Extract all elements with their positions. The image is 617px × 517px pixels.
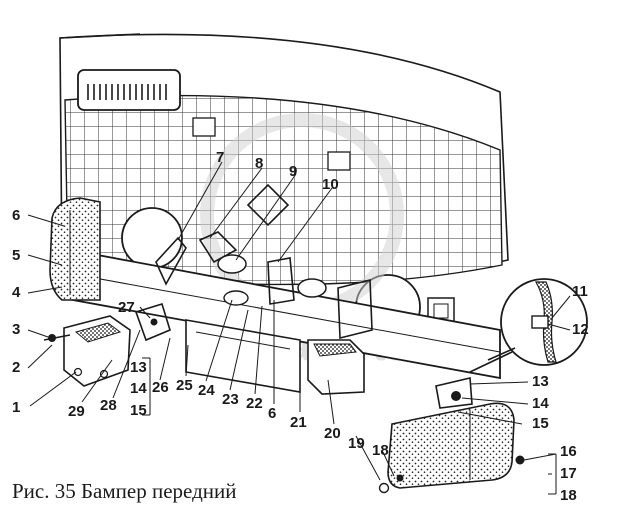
callout-27: 27 <box>118 299 135 316</box>
callout-5: 5 <box>12 247 20 264</box>
grille-slots <box>87 84 167 100</box>
headlight-left <box>121 207 183 269</box>
left-bumper-end <box>49 197 101 301</box>
emblem <box>246 183 290 227</box>
callout-8: 8 <box>255 155 263 172</box>
callout-9: 9 <box>289 163 297 180</box>
callout-19: 19 <box>348 435 365 452</box>
figure-caption: Рис. 35 Бампер передний <box>12 479 236 503</box>
right-bumper-end <box>378 402 525 494</box>
bumper-bar <box>59 246 501 393</box>
callout-20: 20 <box>324 425 341 442</box>
callout-14-left: 14 <box>130 380 147 397</box>
callout-16: 16 <box>560 443 577 460</box>
callout-7: 7 <box>216 149 224 166</box>
callout-2: 2 <box>12 359 20 376</box>
callout-labels: 6 5 4 3 2 1 7 8 9 10 27 29 28 13 14 15 2… <box>12 149 589 504</box>
mounting-hardware <box>43 231 473 409</box>
callout-29: 29 <box>68 403 85 420</box>
callout-3: 3 <box>12 321 20 338</box>
callout-4: 4 <box>12 284 21 301</box>
callout-22: 22 <box>246 395 263 412</box>
callout-17: 17 <box>560 465 577 482</box>
callout-13-left: 13 <box>130 359 147 376</box>
callout-18-mid: 18 <box>372 442 389 459</box>
callout-6: 6 <box>12 207 20 224</box>
callout-15-left: 15 <box>130 402 147 419</box>
callout-10: 10 <box>322 176 339 193</box>
callout-24: 24 <box>198 382 215 399</box>
callout-12: 12 <box>572 321 589 338</box>
callout-21: 21 <box>290 414 307 431</box>
callout-15-right: 15 <box>532 415 549 432</box>
callout-14-right: 14 <box>532 395 549 412</box>
callout-25: 25 <box>176 377 193 394</box>
callout-26: 26 <box>152 379 169 396</box>
detail-inset <box>469 278 588 373</box>
callout-13-right: 13 <box>532 373 549 390</box>
right-fog-lamp <box>307 339 365 395</box>
callout-11: 11 <box>572 283 588 300</box>
callout-23: 23 <box>222 391 239 408</box>
callout-28: 28 <box>100 397 117 414</box>
callout-18: 18 <box>560 487 577 504</box>
leader-lines <box>27 161 571 495</box>
callout-1: 1 <box>12 399 20 416</box>
callout-6-lower: 6 <box>268 405 276 422</box>
left-fog-lamp <box>63 315 131 387</box>
